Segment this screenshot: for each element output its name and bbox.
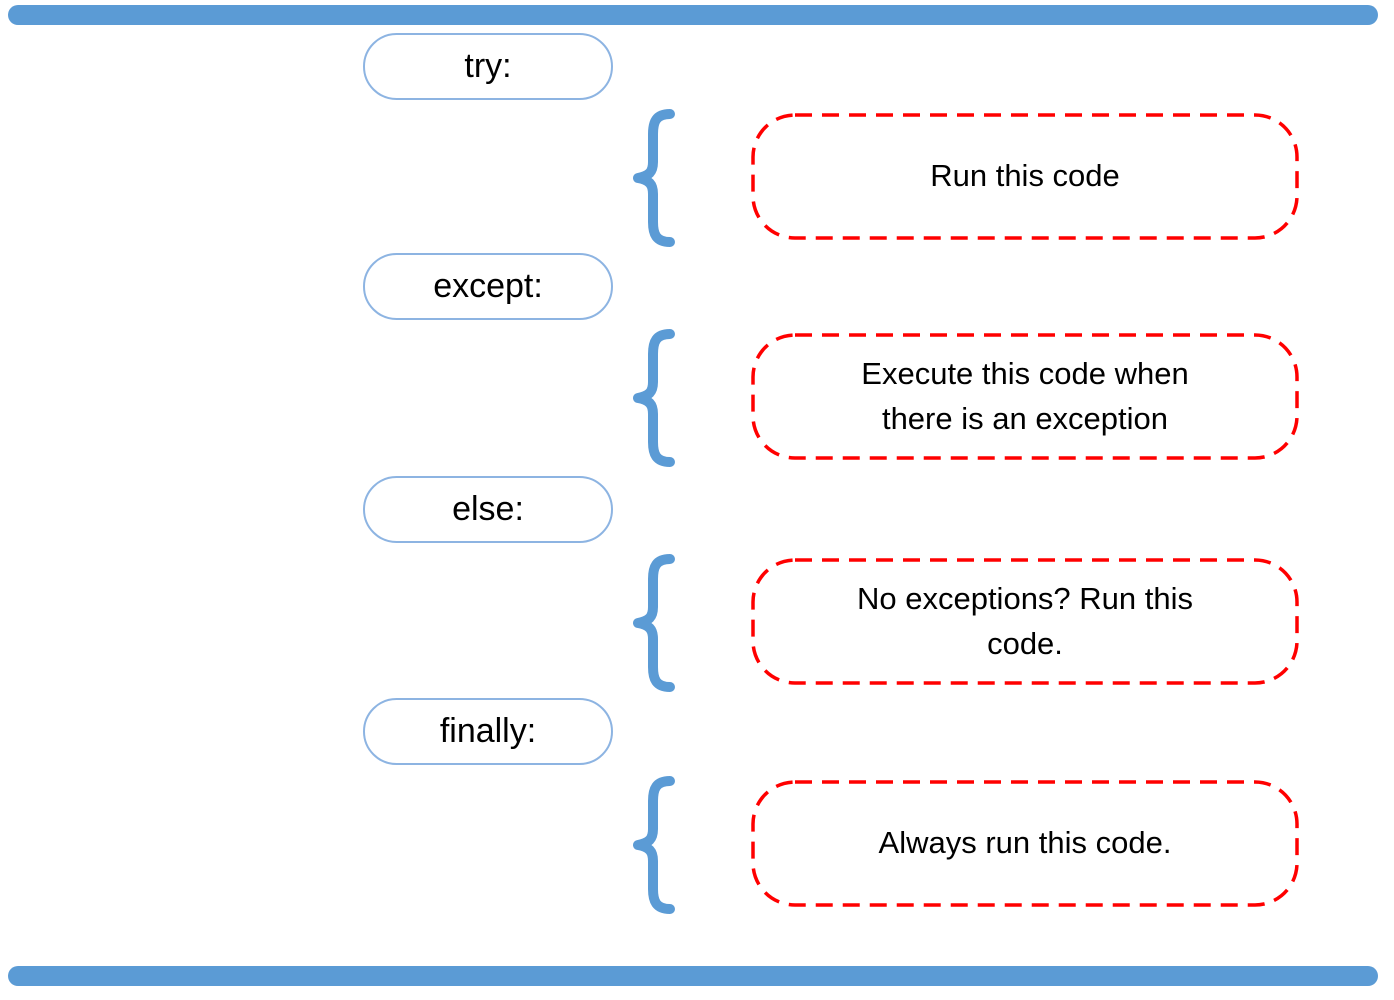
description-box-finally: Always run this code. [751, 780, 1299, 907]
left-brace-icon [633, 776, 675, 914]
description-box-else: No exceptions? Run this code. [751, 558, 1299, 685]
keyword-pill-except: except: [363, 253, 613, 320]
description-text-except: Execute this code when there is an excep… [861, 356, 1189, 436]
keyword-pill-else: else: [363, 476, 613, 543]
keyword-label-except: except: [433, 267, 543, 305]
left-brace-icon [633, 554, 675, 692]
keyword-pill-try: try: [363, 33, 613, 100]
top-border-bar [8, 5, 1378, 25]
description-box-try: Run this code [751, 113, 1299, 240]
left-brace-icon [633, 329, 675, 467]
description-text-finally: Always run this code. [878, 825, 1172, 861]
description-text-try: Run this code [930, 158, 1120, 194]
description-text-else: No exceptions? Run this code. [856, 581, 1194, 661]
keyword-pill-finally: finally: [363, 698, 613, 765]
keyword-label-else: else: [452, 490, 524, 528]
bottom-border-bar [8, 966, 1378, 986]
keyword-label-finally: finally: [439, 712, 537, 750]
keyword-label-try: try: [464, 47, 512, 85]
left-brace-icon [633, 109, 675, 247]
description-box-except: Execute this code when there is an excep… [751, 333, 1299, 460]
